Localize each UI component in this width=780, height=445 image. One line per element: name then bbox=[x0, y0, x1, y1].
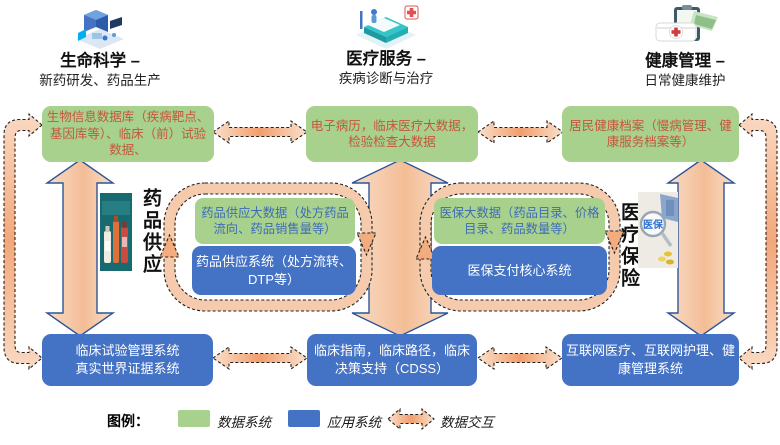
outer-cycle-arrow-left bbox=[3, 112, 43, 371]
data-box-drug-supply: 药品供应大数据（处方药品流向、药品销售量等） bbox=[195, 198, 355, 244]
lab-isometric-icon bbox=[76, 10, 124, 49]
clipboard-medkit-icon bbox=[655, 5, 718, 42]
app-box-text-line2: 真实世界证据系统 bbox=[75, 361, 180, 376]
legend-title: 图例： bbox=[107, 413, 149, 429]
app-box-insurance-payment: 医保支付核心系统 bbox=[432, 246, 607, 295]
app-box-internet-healthcare: 互联网医疗、互联网护理、健康管理系统 bbox=[562, 334, 739, 386]
legend-swatch-data-system bbox=[178, 410, 210, 427]
insurance-photo-text: 医保 bbox=[643, 218, 664, 231]
sector-medical-service: 医疗服务 – 疾病诊断与治疗 bbox=[306, 3, 466, 87]
app-box-text-line1: 临床试验管理系统 bbox=[75, 343, 180, 359]
data-box-text: 医保大数据（药品目录、价格目录、药品数量等） bbox=[439, 205, 600, 236]
data-box-emr: 电子病历，临床医疗大数据，检验检查大数据 bbox=[306, 106, 478, 162]
data-exchange-arrow-bottom-right bbox=[477, 345, 563, 371]
drug-supply-label: 药品供应 bbox=[140, 188, 161, 276]
app-box-text: 临床指南，临床路径，临床决策支持（CDSS） bbox=[313, 343, 470, 376]
data-box-text: 居民健康档案（慢病管理、健康服务档案等） bbox=[569, 118, 732, 150]
app-box-clinical-trial: 临床试验管理系统 真实世界证据系统 bbox=[42, 334, 213, 386]
legend-data-exchange-arrow-icon bbox=[387, 407, 435, 431]
legend-label-data-system: 数据系统 bbox=[217, 415, 271, 430]
app-box-cdss: 临床指南，临床路径，临床决策支持（CDSS） bbox=[307, 334, 477, 386]
legend-label-data-exchange: 数据交互 bbox=[440, 415, 494, 430]
data-box-text: 电子病历，临床医疗大数据，检验检查大数据 bbox=[310, 118, 474, 150]
sector-health-management: 健康管理 – 日常健康维护 bbox=[605, 5, 765, 89]
app-box-text: 医保支付核心系统 bbox=[467, 262, 572, 278]
insurance-photo: 医保 bbox=[638, 192, 678, 268]
sector-life-science: 生命科学 – 新药研发、药品生产 bbox=[20, 5, 180, 89]
data-exchange-arrow-top-right bbox=[477, 119, 564, 145]
data-box-bioinformatics: 生物信息数据库（疾病靶点、基因库等）、临床（前）试验数据、 bbox=[42, 106, 214, 162]
legend-swatch-app-system bbox=[288, 410, 320, 427]
insurance-label: 医疗保险 bbox=[618, 202, 639, 290]
hospital-isometric-icon bbox=[356, 5, 419, 49]
data-exchange-arrow-top-left bbox=[212, 119, 308, 145]
sector-title: 医疗服务 – bbox=[346, 50, 426, 68]
sector-subtitle: 新药研发、药品生产 bbox=[39, 72, 161, 88]
sector-title: 生命科学 – bbox=[60, 52, 140, 70]
data-box-insurance: 医保大数据（药品目录、价格目录、药品数量等） bbox=[434, 198, 605, 244]
sector-subtitle: 疾病诊断与治疗 bbox=[338, 70, 434, 86]
pills-photo bbox=[100, 193, 132, 271]
drug-supply-cycle-arrow bbox=[159, 182, 377, 312]
data-exchange-arrow-bottom-left bbox=[212, 345, 308, 371]
app-box-text: 药品供应系统（处方流转、DTP等） bbox=[196, 253, 353, 287]
outer-cycle-arrow-right bbox=[738, 112, 778, 371]
app-box-text: 互联网医疗、互联网护理、健康管理系统 bbox=[566, 343, 736, 376]
legend-label-app-system: 应用系统 bbox=[327, 415, 381, 430]
data-box-text: 生物信息数据库（疾病靶点、基因库等）、临床（前）试验数据、 bbox=[46, 110, 210, 158]
sector-title: 健康管理 – bbox=[645, 52, 725, 70]
data-box-text: 药品供应大数据（处方药品流向、药品销售量等） bbox=[201, 205, 349, 236]
insurance-cycle-arrow bbox=[415, 182, 625, 312]
sector-subtitle: 日常健康维护 bbox=[644, 72, 726, 88]
data-box-resident-health: 居民健康档案（慢病管理、健康服务档案等） bbox=[562, 106, 739, 162]
app-box-drug-supply-system: 药品供应系统（处方流转、DTP等） bbox=[192, 246, 356, 295]
